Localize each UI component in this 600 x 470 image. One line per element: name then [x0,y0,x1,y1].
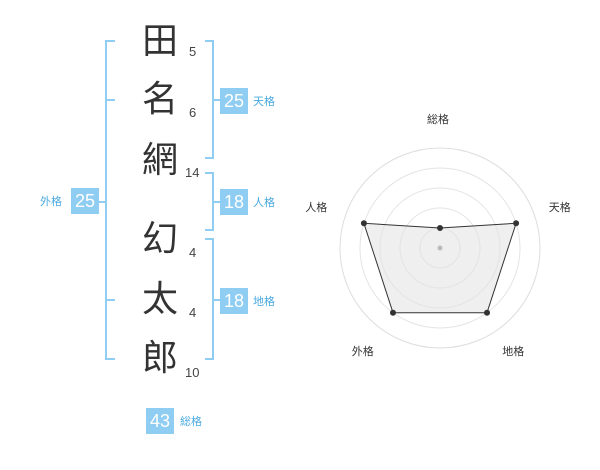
chikaku-label: 地格 [253,295,275,308]
surname-stroke-3: 14 [185,165,200,180]
radar-point-2 [513,220,520,227]
given-char-2: 太 [141,279,178,320]
gaikaku-value-badge: 25 [71,188,99,214]
given-stroke-3: 10 [185,365,200,380]
tenkaku-label: 天格 [253,95,275,108]
radar-axis-label-5: 人格 [305,201,328,215]
given-stroke-1: 4 [189,245,197,260]
radar-point-1 [437,225,443,231]
soukaku-value-badge: 43 [146,408,174,434]
given-char-3: 郎 [141,338,178,379]
radar-ring-4 [359,167,521,329]
radar-axis-label-4: 外格 [351,344,374,358]
surname-char-3: 網 [141,140,178,181]
soukaku-label: 総格 [180,415,202,428]
radar-ring-5 [339,147,541,349]
radar-polygon [363,222,517,314]
surname-stroke-2: 6 [189,105,197,120]
radar-center-point [437,245,443,251]
radar-point-3 [484,309,491,316]
gaikaku-label: 外格 [40,195,62,208]
tenkaku-value-badge: 25 [220,88,248,114]
radar-point-5 [360,220,367,227]
radar-axis-label-3: 地格 [502,344,525,358]
jinkaku-label: 人格 [253,196,275,209]
chikaku-value-badge: 18 [220,288,248,314]
radar-point-4 [389,309,396,316]
given-char-1: 幻 [141,219,178,260]
surname-stroke-1: 5 [189,44,197,59]
radar-axis-label-1: 総格 [427,113,449,126]
surname-char-1: 田 [141,21,178,62]
surname-char-2: 名 [141,79,178,120]
given-stroke-2: 4 [189,305,197,320]
radar-axis-label-2: 天格 [548,201,571,215]
jinkaku-value-badge: 18 [220,189,248,215]
